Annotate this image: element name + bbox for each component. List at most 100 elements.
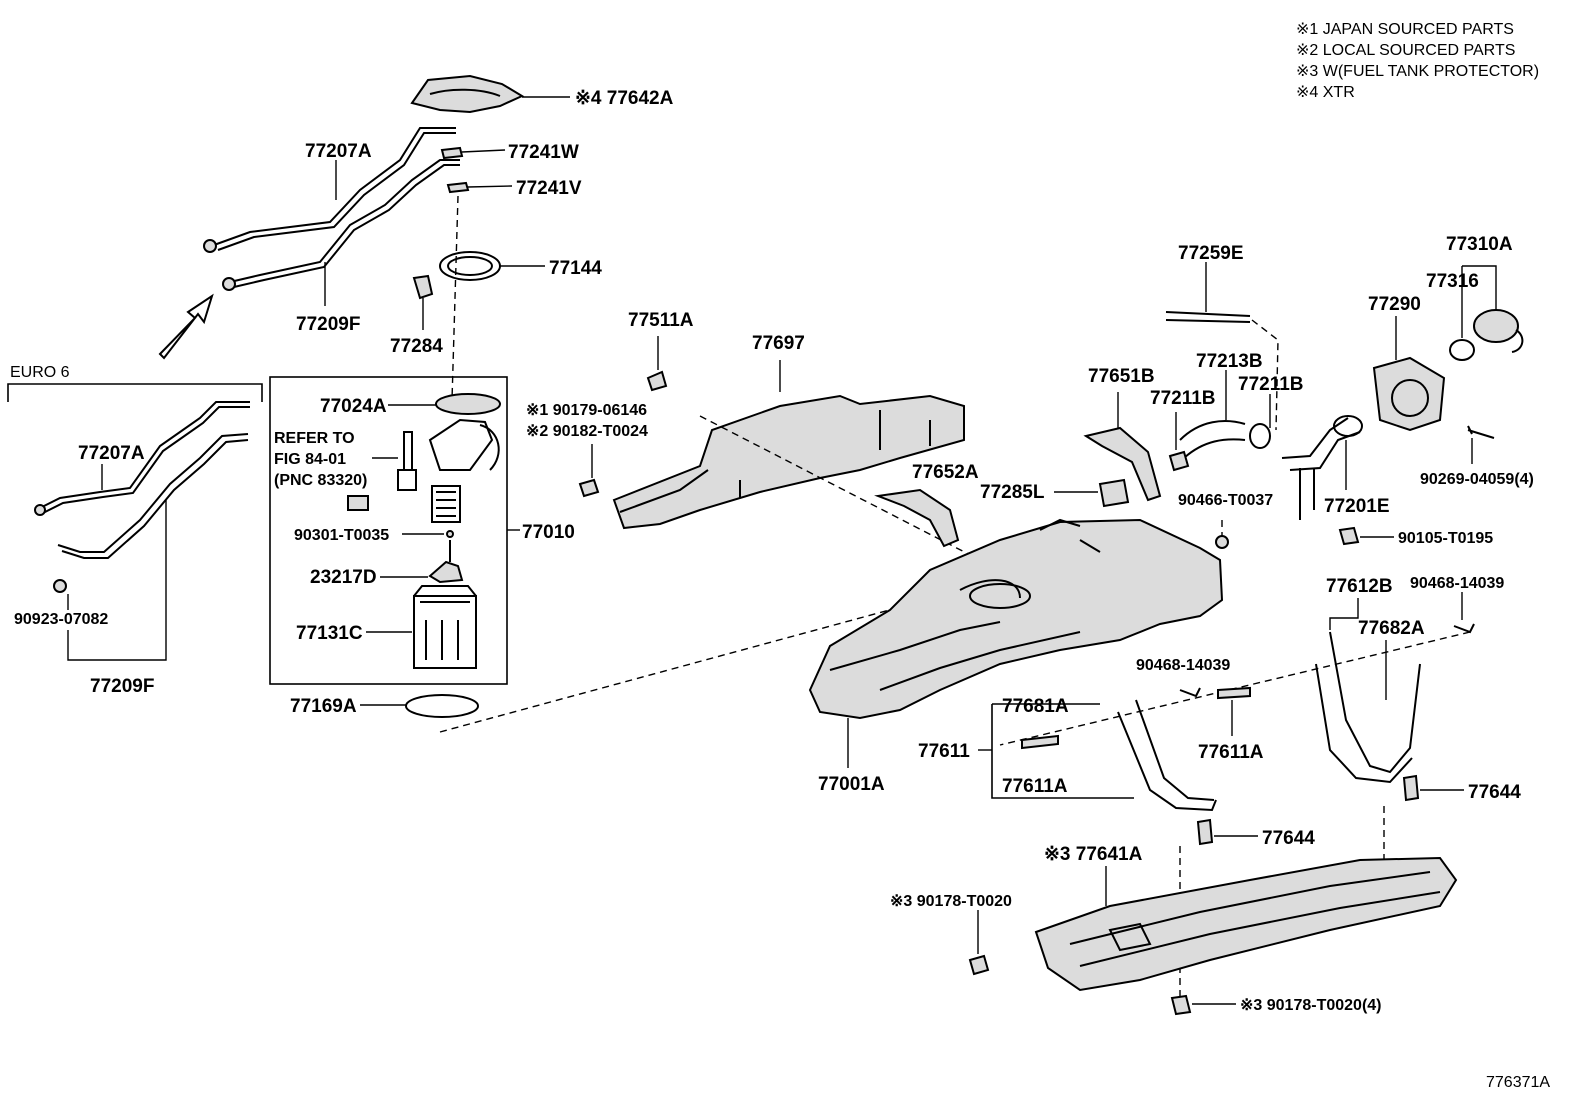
part-label-23217D[interactable]: 23217D <box>310 567 377 588</box>
part-label-77259E[interactable]: 77259E <box>1178 243 1244 264</box>
part-label-77641A[interactable]: ※3 77641A <box>1044 844 1143 865</box>
clip-77241V <box>446 181 470 194</box>
refer-note-line3: (PNC 83320) <box>274 472 367 489</box>
part-label-77290[interactable]: 77290 <box>1368 294 1421 315</box>
part-label-77681A[interactable]: 77681A <box>1002 696 1069 717</box>
part-label-90269[interactable]: 90269-04059(4) <box>1420 471 1534 488</box>
retainer-ring-77144 <box>439 251 501 281</box>
legend: ※1 JAPAN SOURCED PARTS ※2 LOCAL SOURCED … <box>1296 21 1539 101</box>
clamp-77284 <box>412 274 434 300</box>
part-label-77207A-euro[interactable]: 77207A <box>78 443 145 464</box>
clip-77511A <box>646 370 668 392</box>
part-label-77241W[interactable]: 77241W <box>508 142 579 163</box>
axis-dash-pump <box>451 195 459 401</box>
part-label-77697[interactable]: 77697 <box>752 333 805 354</box>
part-label-77652A[interactable]: 77652A <box>912 462 979 483</box>
part-label-77169A[interactable]: 77169A <box>290 696 357 717</box>
fuel-tube-77209F-euro <box>57 433 249 559</box>
part-label-77651B[interactable]: 77651B <box>1088 366 1155 387</box>
part-label-90178-b[interactable]: ※3 90178-T0020(4) <box>1240 997 1382 1014</box>
part-label-90178-a[interactable]: ※3 90178-T0020 <box>890 893 1012 910</box>
tank-strap-77681A <box>1117 699 1217 812</box>
part-label-90466[interactable]: 90466-T0037 <box>1178 492 1273 509</box>
part-label-90468-b[interactable]: 90468-14039 <box>1136 657 1230 674</box>
part-label-77010[interactable]: 77010 <box>522 522 575 543</box>
filler-pipe-77201E <box>1281 415 1363 520</box>
figure-id: 776371A <box>1486 1074 1550 1091</box>
part-label-90105[interactable]: 90105-T0195 <box>1398 530 1493 547</box>
leader-77241V <box>467 185 513 188</box>
part-label-77209F-top[interactable]: 77209F <box>296 314 360 335</box>
legend-note-4: ※4 XTR <box>1296 84 1355 101</box>
part-label-77511A[interactable]: 77511A <box>628 310 694 331</box>
part-label-77310A[interactable]: 77310A <box>1446 234 1513 255</box>
screw-90269 <box>1467 425 1495 439</box>
leader-77209F-euro <box>67 500 167 661</box>
fuel-tube-77207A-top <box>203 127 456 253</box>
part-label-77241V[interactable]: 77241V <box>516 178 582 199</box>
part-label-77316[interactable]: 77316 <box>1426 271 1479 292</box>
bolt-77611A-b <box>1217 686 1251 700</box>
protector-77652A <box>874 488 960 548</box>
part-label-90179[interactable]: ※1 90179-06146 <box>526 402 647 419</box>
part-label-77209F-euro[interactable]: 77209F <box>90 676 154 697</box>
part-label-77611A-a[interactable]: 77611A <box>1002 776 1068 797</box>
fuel-tank-protector-77641A <box>1034 856 1458 992</box>
fuel-tube-77207A-euro <box>34 401 250 516</box>
fuel-pump-23217D <box>428 540 464 584</box>
refer-note-line1: REFER TO <box>274 430 355 447</box>
part-label-90468-a[interactable]: 90468-14039 <box>1410 575 1504 592</box>
direction-arrow-icon <box>158 293 214 360</box>
sender-gauge-ref <box>347 431 417 511</box>
valve-77285L <box>1098 478 1130 508</box>
part-label-77211B-a[interactable]: 77211B <box>1150 388 1216 409</box>
part-label-77285L[interactable]: 77285L <box>980 482 1045 503</box>
legend-note-1: ※1 JAPAN SOURCED PARTS <box>1296 21 1514 38</box>
part-label-77213B[interactable]: 77213B <box>1196 351 1263 372</box>
part-label-77612B[interactable]: 77612B <box>1326 576 1393 597</box>
part-label-77682A[interactable]: 77682A <box>1358 618 1425 639</box>
part-label-77201E[interactable]: 77201E <box>1324 496 1390 517</box>
part-label-90301[interactable]: 90301-T0035 <box>294 527 389 544</box>
euro6-bracket <box>7 383 263 402</box>
protector-77651B <box>1083 426 1162 502</box>
o-ring-90301 <box>446 530 454 538</box>
clamp-77211B-a <box>1168 450 1190 472</box>
part-label-90923[interactable]: 90923-07082 <box>14 611 108 628</box>
part-label-77644-a[interactable]: 77644 <box>1468 782 1521 803</box>
union-90923 <box>53 579 67 593</box>
part-label-90182[interactable]: ※2 90182-T0024 <box>526 423 648 440</box>
part-label-77207A-top[interactable]: 77207A <box>305 141 372 162</box>
part-label-77642A[interactable]: ※4 77642A <box>575 88 674 109</box>
bracket-77611 <box>991 703 1134 799</box>
part-label-77131C[interactable]: 77131C <box>296 623 363 644</box>
fuel-lid-box-77290 <box>1372 356 1446 432</box>
bolt-77644-a <box>1402 774 1420 802</box>
nut-90178-b <box>1170 994 1192 1016</box>
tank-strap-77612B <box>1315 631 1421 784</box>
part-label-77001A[interactable]: 77001A <box>818 774 885 795</box>
leader-77310A <box>1461 265 1497 310</box>
part-label-77024A[interactable]: 77024A <box>320 396 387 417</box>
filler-hose-77213B <box>1179 420 1246 459</box>
gasket-77169A <box>405 694 479 718</box>
part-label-77284[interactable]: 77284 <box>390 336 443 357</box>
breather-hose-77259E <box>1165 311 1251 323</box>
clip-90466 <box>1215 535 1229 549</box>
variant-label-euro6: EURO 6 <box>10 364 70 381</box>
fuel-tube-77209F-top <box>222 159 460 291</box>
legend-note-3: ※3 W(FUEL TANK PROTECTOR) <box>1296 63 1539 80</box>
part-label-77611[interactable]: 77611 <box>918 741 970 762</box>
part-label-77211B-b[interactable]: 77211B <box>1238 374 1304 395</box>
refer-note-line2: FIG 84-01 <box>274 451 346 468</box>
part-label-77144[interactable]: 77144 <box>549 258 602 279</box>
hook-90468-b <box>1179 687 1201 698</box>
part-label-77644-b[interactable]: 77644 <box>1262 828 1315 849</box>
clip-90179 <box>578 478 600 498</box>
leader-77241W <box>461 149 506 153</box>
fuel-filter <box>431 485 461 523</box>
part-label-77611A-b[interactable]: 77611A <box>1198 742 1264 763</box>
gasket-77316 <box>1449 339 1475 361</box>
